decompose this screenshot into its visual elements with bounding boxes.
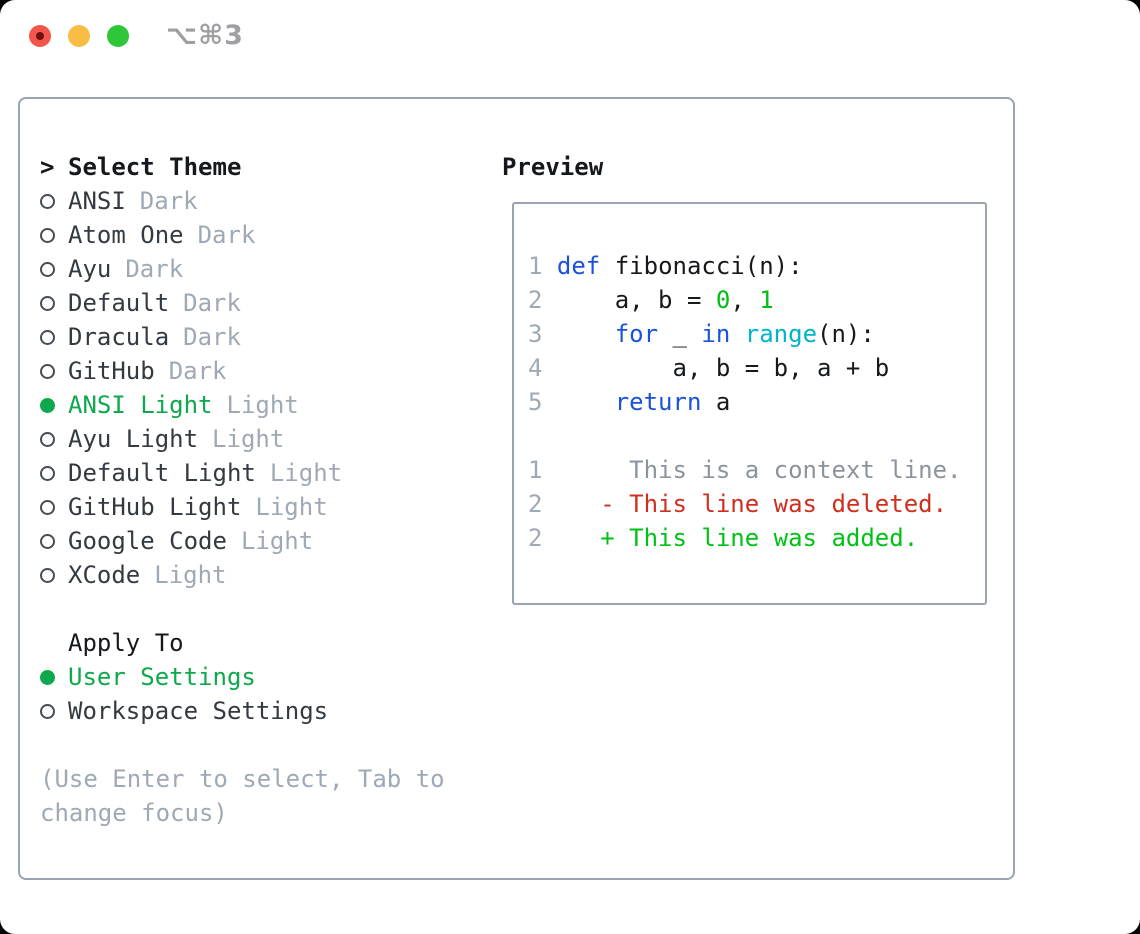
- theme-option[interactable]: Dracula Dark: [40, 320, 445, 354]
- help-text-line-1: (Use Enter to select, Tab to: [40, 765, 445, 793]
- apply-to-option-label: Workspace Settings: [68, 697, 329, 725]
- close-button-icon[interactable]: [29, 25, 51, 47]
- theme-option[interactable]: Default Light Light: [40, 456, 445, 490]
- radio-icon: [40, 669, 55, 685]
- theme-variant: Light: [240, 527, 314, 555]
- radio-icon: [40, 431, 55, 447]
- code-preview: 1 def fibonacci(n): 2 a, b = 0, 1 3 for _ …: [514, 204, 985, 555]
- theme-options-group: ANSI Dark Atom One Dark Ayu Dark Default…: [40, 184, 445, 592]
- apply-to-options-group: User Settings Workspace Settings: [40, 660, 445, 728]
- theme-name: Dracula: [68, 323, 170, 351]
- radio-icon: [40, 533, 55, 549]
- theme-name: Default Light: [68, 459, 256, 487]
- theme-option[interactable]: GitHub Dark: [40, 354, 445, 388]
- radio-icon: [40, 363, 55, 379]
- theme-variant: Dark: [139, 187, 198, 215]
- theme-list: > Select Theme ANSI Dark Atom One Dark A…: [40, 150, 445, 830]
- theme-list-header: > Select Theme: [40, 150, 445, 184]
- radio-icon: [40, 703, 55, 719]
- theme-name: XCode: [68, 561, 141, 589]
- code-line: 1 def fibonacci(n):: [528, 252, 803, 280]
- prompt-cursor-icon: >: [40, 153, 55, 181]
- minimize-button-icon[interactable]: [68, 25, 90, 47]
- theme-name: ANSI Light: [68, 391, 213, 419]
- theme-picker-panel: > Select Theme ANSI Dark Atom One Dark A…: [18, 97, 1015, 880]
- theme-variant: Dark: [183, 323, 241, 351]
- radio-icon: [40, 193, 55, 209]
- theme-variant: Light: [154, 561, 227, 589]
- radio-icon: [40, 465, 55, 481]
- theme-variant: Light: [226, 391, 299, 419]
- apply-to-option[interactable]: User Settings: [40, 660, 445, 694]
- apply-to-title: Apply To: [68, 629, 184, 657]
- theme-name: Atom One: [68, 221, 184, 249]
- theme-option[interactable]: ANSI Light Light: [40, 388, 445, 422]
- radio-icon: [40, 295, 55, 311]
- apply-to-option[interactable]: Workspace Settings: [40, 694, 445, 728]
- code-line: 1 This is a context line.: [528, 456, 962, 484]
- spacer-row: [40, 592, 445, 626]
- code-line: 2 - This line was deleted.: [528, 490, 948, 518]
- theme-name: Ayu Light: [68, 425, 199, 453]
- window-controls: [29, 25, 129, 47]
- maximize-button-icon[interactable]: [107, 25, 129, 47]
- theme-name: ANSI: [68, 187, 126, 215]
- radio-icon: [40, 261, 55, 277]
- theme-name: Ayu: [68, 255, 112, 283]
- radio-icon: [40, 499, 55, 515]
- apply-to-option-label: User Settings: [68, 663, 256, 691]
- radio-icon: [40, 567, 55, 583]
- theme-variant: Dark: [125, 255, 184, 283]
- theme-variant: Dark: [183, 289, 241, 317]
- theme-option[interactable]: Google Code Light: [40, 524, 445, 558]
- code-line: 4 a, b = b, a + b: [528, 354, 890, 382]
- theme-option[interactable]: XCode Light: [40, 558, 445, 592]
- theme-variant: Dark: [168, 357, 227, 385]
- radio-icon: [40, 397, 55, 413]
- theme-variant: Light: [269, 459, 343, 487]
- window-title-shortcut: ⌥⌘3: [166, 20, 244, 51]
- theme-option[interactable]: Atom One Dark: [40, 218, 445, 252]
- theme-option[interactable]: Ayu Light Light: [40, 422, 445, 456]
- theme-name: GitHub: [68, 357, 155, 385]
- theme-name: Default: [68, 289, 170, 317]
- theme-option[interactable]: Ayu Dark: [40, 252, 445, 286]
- theme-variant: Dark: [197, 221, 256, 249]
- theme-name: GitHub Light: [68, 493, 242, 521]
- theme-variant: Light: [212, 425, 285, 453]
- code-line: [528, 419, 985, 453]
- theme-list-title: Select Theme: [68, 153, 242, 181]
- preview-box: 1 def fibonacci(n): 2 a, b = 0, 1 3 for _ …: [512, 202, 987, 605]
- code-line: 5 return a: [528, 388, 731, 416]
- theme-option[interactable]: Default Dark: [40, 286, 445, 320]
- theme-option[interactable]: GitHub Light Light: [40, 490, 445, 524]
- code-line: 2 + This line was added.: [528, 524, 919, 552]
- radio-icon: [40, 329, 55, 345]
- apply-to-header: Apply To: [40, 626, 445, 660]
- theme-option[interactable]: ANSI Dark: [40, 184, 445, 218]
- code-line: 3 for _ in range(n):: [528, 320, 875, 348]
- radio-icon: [40, 227, 55, 243]
- spacer-row: [40, 728, 445, 762]
- code-line: 2 a, b = 0, 1: [528, 286, 774, 314]
- theme-variant: Light: [255, 493, 328, 521]
- preview-title: Preview: [502, 153, 604, 181]
- help-text-line-2: change focus): [40, 799, 228, 827]
- theme-name: Google Code: [68, 527, 227, 555]
